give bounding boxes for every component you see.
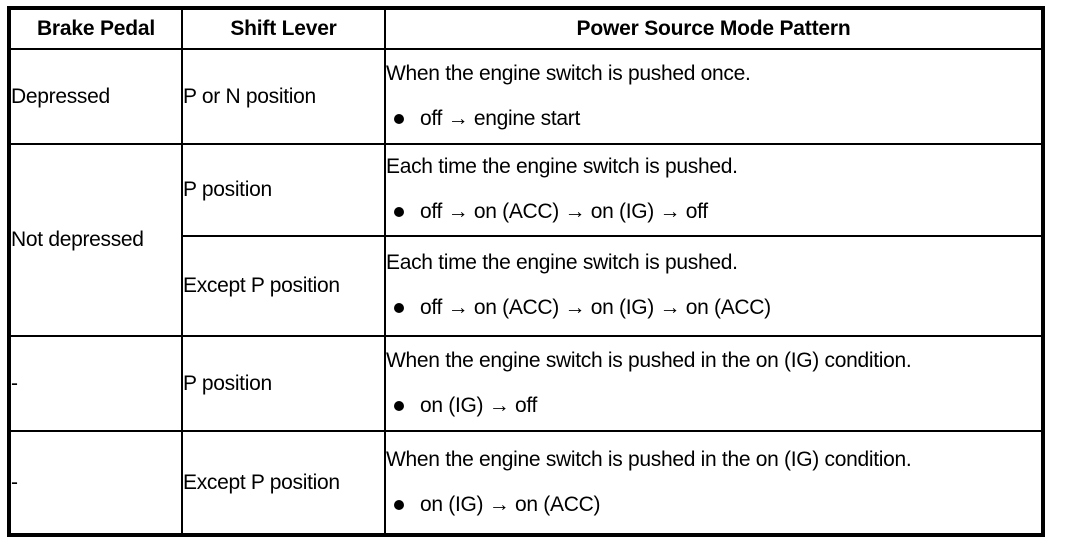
column-header-power-source-mode-pattern: Power Source Mode Pattern: [384, 7, 1044, 50]
table-row: - Except P position When the engine swit…: [8, 430, 1044, 536]
cell-shift-lever: Except P position: [181, 235, 386, 337]
cell-shift-lever: Except P position: [181, 430, 386, 536]
column-header-shift-lever: Shift Lever: [181, 7, 386, 50]
power-pattern-text: off → engine start: [420, 106, 580, 130]
power-pattern-text: off → on (ACC) → on (IG) → on (ACC): [420, 296, 771, 319]
cell-brake-pedal: Depressed: [8, 48, 183, 145]
cell-shift-lever: P position: [181, 335, 386, 432]
power-condition-text: When the engine switch is pushed in the …: [386, 447, 912, 471]
cell-brake-pedal: -: [8, 335, 183, 432]
power-condition-text: Each time the engine switch is pushed.: [386, 251, 738, 275]
cell-power-source-mode-pattern: When the engine switch is pushed once. o…: [384, 48, 1044, 145]
power-pattern-item: on (IG) → off: [386, 394, 1041, 419]
table-body: Depressed P or N position When the engin…: [8, 48, 1044, 536]
bullet-icon: [394, 207, 404, 218]
power-condition-text: When the engine switch is pushed once.: [386, 61, 751, 85]
table-row: - P position When the engine switch is p…: [8, 335, 1044, 432]
column-header-brake-pedal: Brake Pedal: [8, 7, 183, 50]
cell-shift-lever: P position: [181, 143, 386, 237]
power-pattern-item: off → engine start: [386, 107, 1041, 132]
power-pattern-item: off → on (ACC) → on (IG) → on (ACC): [386, 296, 1041, 321]
bullet-icon: [394, 400, 404, 411]
cell-power-source-mode-pattern: When the engine switch is pushed in the …: [384, 430, 1044, 536]
cell-power-source-mode-pattern: Each time the engine switch is pushed. o…: [384, 235, 1044, 337]
power-pattern-text: off → on (ACC) → on (IG) → off: [420, 200, 708, 223]
cell-shift-lever: P or N position: [181, 48, 386, 145]
cell-brake-pedal: -: [8, 430, 183, 536]
table-header-row: Brake Pedal Shift Lever Power Source Mod…: [8, 7, 1044, 50]
power-source-mode-table: Brake Pedal Shift Lever Power Source Mod…: [7, 6, 1045, 537]
cell-power-source-mode-pattern: Each time the engine switch is pushed. o…: [384, 143, 1044, 237]
table-row: Except P position Each time the engine s…: [9, 235, 1044, 337]
table-row: Not depressed P position Each time the e…: [8, 143, 1044, 337]
power-pattern-item: on (IG) → on (ACC): [386, 493, 1041, 518]
bullet-icon: [394, 113, 404, 124]
bullet-icon: [394, 303, 404, 314]
power-pattern-item: off → on (ACC) → on (IG) → off: [386, 200, 1041, 225]
table-header: Brake Pedal Shift Lever Power Source Mod…: [8, 7, 1044, 50]
bullet-icon: [394, 499, 404, 510]
cell-power-source-mode-pattern: When the engine switch is pushed in the …: [384, 335, 1044, 432]
power-condition-text: When the engine switch is pushed in the …: [386, 348, 912, 372]
cell-brake-pedal: Not depressed: [8, 143, 183, 337]
power-condition-text: Each time the engine switch is pushed.: [386, 155, 738, 179]
power-pattern-text: on (IG) → off: [420, 393, 538, 417]
power-pattern-text: on (IG) → on (ACC): [420, 492, 601, 516]
table-row: Depressed P or N position When the engin…: [8, 48, 1044, 145]
